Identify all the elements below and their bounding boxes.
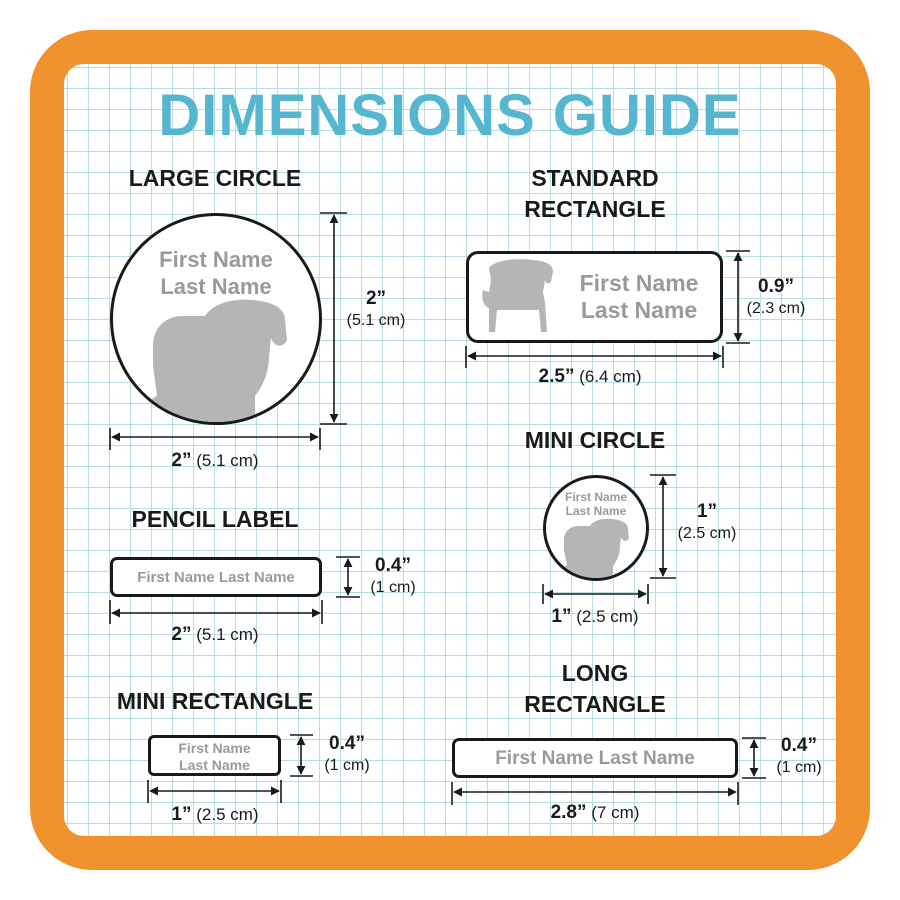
standard-rectangle-label: First Name Last Name — [466, 251, 723, 343]
standard-rectangle-width-cm: (6.4 cm) — [579, 367, 642, 386]
mini-rectangle-title: MINI RECTANGLE — [116, 688, 314, 714]
pencil-label-label: First Name Last Name — [110, 557, 322, 597]
large-circle-width-arrow — [109, 428, 321, 450]
pencil-label-height-in: 0.4” — [375, 555, 411, 576]
pencil-label-height-cm: (1 cm) — [370, 579, 416, 596]
pencil-label-width-cm: (5.1 cm) — [196, 625, 259, 644]
mini-circle-width-in: 1” — [551, 606, 572, 627]
page-title: DIMENSIONS GUIDE — [158, 83, 742, 148]
standard-rectangle-width-in: 2.5” — [538, 366, 575, 387]
mini-circle-last-name: Last Name — [565, 504, 627, 518]
long-rectangle-height-cm: (1 cm) — [776, 759, 822, 776]
mini-rectangle-last-name: Last Name — [179, 757, 250, 773]
large-circle-width-in: 2” — [171, 450, 192, 471]
standard-rectangle-title-line1: STANDARD — [531, 165, 659, 191]
mini-circle-width-arrow — [542, 584, 649, 604]
large-circle-last-name: Last Name — [160, 274, 272, 299]
long-rectangle-height-in: 0.4” — [781, 735, 817, 756]
mini-rectangle-height-label: 0.4” (1 cm) — [316, 733, 378, 777]
long-rectangle-label: First Name Last Name — [452, 738, 738, 778]
standard-rectangle-width-arrow — [465, 346, 724, 368]
large-circle-height-cm: (5.1 cm) — [346, 312, 406, 329]
dog-silhouette-icon — [133, 299, 287, 422]
mini-circle-height-label: 1” (2.5 cm) — [670, 501, 744, 545]
long-rectangle-title-line2: RECTANGLE — [524, 691, 666, 717]
standard-rectangle-last-name: Last Name — [580, 297, 698, 323]
mini-circle-height-arrow — [650, 474, 676, 579]
mini-circle-width-label: 1” (2.5 cm) — [535, 606, 655, 628]
dog-on-chair-silhouette-icon — [482, 259, 553, 332]
dog-silhouette-icon — [556, 518, 629, 578]
mini-circle-title: MINI CIRCLE — [524, 427, 666, 453]
mini-rectangle-width-cm: (2.5 cm) — [196, 805, 259, 824]
pencil-label-full-name: First Name Last Name — [137, 569, 295, 586]
long-rectangle-height-label: 0.4” (1 cm) — [768, 735, 830, 779]
large-circle-first-name: First Name — [159, 247, 273, 272]
standard-rectangle-width-label: 2.5” (6.4 cm) — [515, 366, 665, 388]
grid-background — [64, 64, 836, 836]
mini-circle-width-cm: (2.5 cm) — [576, 607, 639, 626]
pencil-label-width-in: 2” — [171, 624, 192, 645]
large-circle-title: LARGE CIRCLE — [128, 165, 302, 191]
mini-rectangle-height-in: 0.4” — [329, 733, 365, 754]
large-circle-height-arrow — [320, 212, 347, 425]
standard-rectangle-title: STANDARD RECTANGLE — [470, 163, 720, 225]
standard-rectangle-height-in: 0.9” — [758, 276, 794, 297]
mini-rectangle-height-cm: (1 cm) — [324, 757, 370, 774]
long-rectangle-full-name: First Name Last Name — [495, 748, 695, 769]
pencil-label-width-arrow — [109, 600, 323, 624]
mini-rectangle-label: First Name Last Name — [148, 735, 281, 776]
large-circle-height-in: 2” — [365, 288, 387, 309]
long-rectangle-height-arrow — [742, 737, 766, 779]
standard-rectangle-height-cm: (2.3 cm) — [746, 300, 806, 317]
mini-rectangle-width-in: 1” — [171, 804, 192, 825]
long-rectangle-width-in: 2.8” — [550, 802, 587, 823]
mini-rectangle-width-arrow — [147, 780, 282, 803]
large-circle-width-label: 2” (5.1 cm) — [160, 450, 270, 472]
long-rectangle-title-line1: LONG — [561, 660, 629, 686]
mini-circle-first-name: First Name — [564, 490, 628, 504]
long-rectangle-width-arrow — [451, 782, 739, 805]
standard-rectangle-height-label: 0.9” (2.3 cm) — [737, 276, 815, 320]
standard-rectangle-height-arrow — [726, 250, 750, 344]
large-circle-height-label: 2” (5.1 cm) — [340, 288, 412, 332]
large-circle-label: First Name Last Name — [110, 213, 322, 425]
standard-rectangle-title-line2: RECTANGLE — [524, 196, 666, 222]
pencil-label-width-label: 2” (5.1 cm) — [160, 624, 270, 646]
mini-circle-height-cm: (2.5 cm) — [677, 525, 737, 542]
long-rectangle-width-cm: (7 cm) — [591, 803, 640, 822]
standard-rectangle-first-name: First Name — [579, 270, 699, 296]
long-rectangle-title: LONG RECTANGLE — [470, 658, 720, 720]
mini-circle-label: First Name Last Name — [543, 475, 649, 581]
mini-rectangle-height-arrow — [290, 734, 313, 777]
mini-circle-height-in: 1” — [696, 501, 718, 522]
pencil-label-title: PENCIL LABEL — [131, 506, 299, 532]
long-rectangle-width-label: 2.8” (7 cm) — [525, 802, 665, 824]
mini-rectangle-first-name: First Name — [178, 740, 251, 756]
mini-rectangle-width-label: 1” (2.5 cm) — [160, 804, 270, 826]
pencil-label-height-arrow — [336, 556, 360, 598]
pencil-label-height-label: 0.4” (1 cm) — [362, 555, 424, 599]
large-circle-width-cm: (5.1 cm) — [196, 451, 259, 470]
